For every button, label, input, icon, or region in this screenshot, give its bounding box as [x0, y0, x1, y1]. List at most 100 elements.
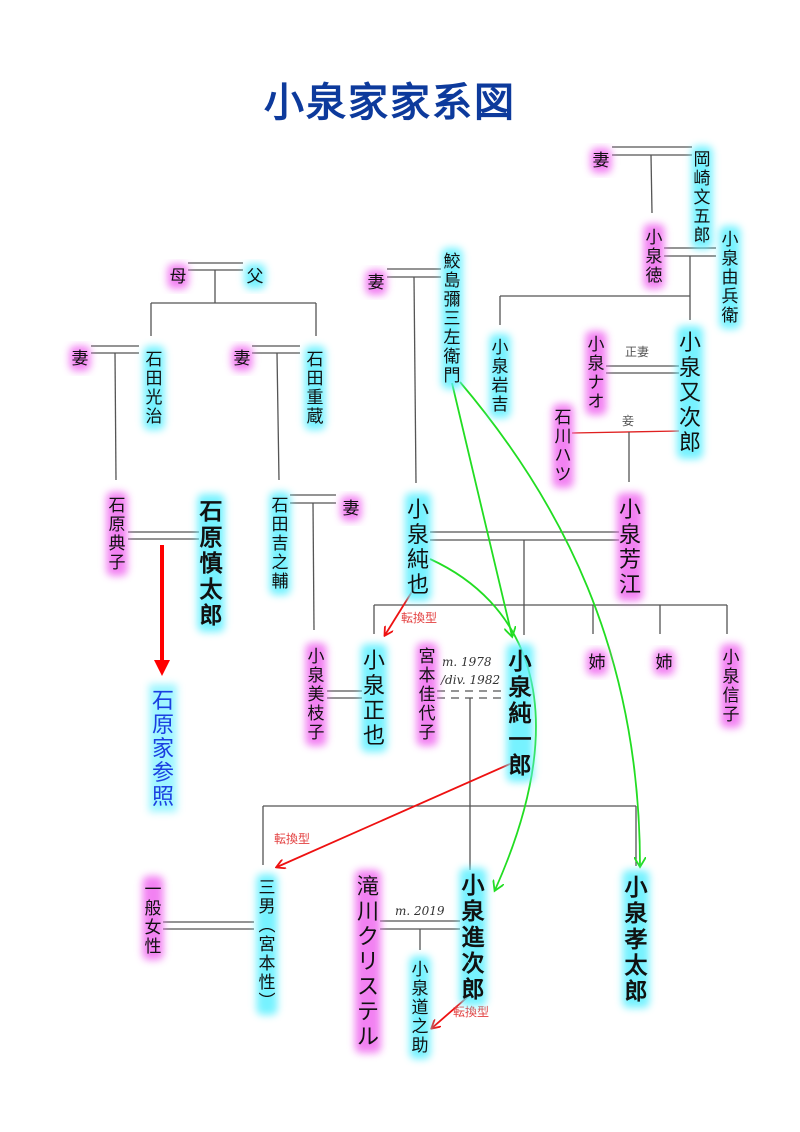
person-ishihara-shintaro: 石原慎太郎	[197, 494, 225, 632]
person-ippan-josei: 一般女性	[142, 876, 164, 960]
person-name: 小泉道之助	[412, 960, 429, 1056]
person-name: 母	[170, 267, 187, 287]
female-glow	[585, 331, 607, 415]
person-koizumi-nao: 小泉ナオ	[585, 331, 607, 415]
person-name: 妻	[368, 273, 385, 293]
person-koizumi-shinjiro: 小泉進次郎	[459, 868, 487, 1006]
male-glow	[719, 226, 741, 329]
female-glow	[653, 650, 675, 675]
person-name: 石田吉之輔	[272, 496, 289, 592]
person-ane-2: 姉	[653, 650, 675, 675]
male-glow	[256, 874, 278, 1015]
descent-line	[650, 154, 653, 214]
person-tsuma-mitsuharu: 妻	[69, 346, 91, 371]
person-ishida-shigezo: 石田重蔵	[304, 346, 326, 430]
person-koizumi-masaya: 小泉正也	[361, 644, 387, 752]
person-name: 小泉信子	[723, 648, 740, 725]
male-glow	[677, 326, 703, 459]
person-name: 宮本佳代子	[419, 647, 436, 743]
male-glow	[506, 644, 534, 782]
person-name: 小泉正也	[363, 649, 385, 749]
person-name: 小泉又次郎	[679, 331, 701, 456]
female-glow	[355, 870, 381, 1053]
connector-lines	[91, 146, 728, 950]
person-sannan: 三男︵宮本性︶	[256, 874, 278, 1015]
green-arrow-junichiro	[451, 382, 512, 636]
green-arrow-kotaro	[459, 381, 640, 866]
male-glow	[405, 493, 431, 601]
person-ishihara-noriko: 石原典子	[106, 492, 128, 576]
person-haha: 母	[167, 264, 189, 289]
person-name: 小泉岩吉	[492, 338, 509, 415]
person-name: 小泉徳	[646, 228, 663, 286]
person-name: 鮫島彌三左衛門	[444, 252, 461, 386]
female-glow	[142, 876, 164, 960]
person-koizumi-junya: 小泉純也	[405, 493, 431, 601]
male-glow	[197, 494, 225, 632]
person-tsuma-okazaki: 妻	[590, 148, 612, 173]
person-koizumi-michinosuke: 小泉道之助	[409, 956, 431, 1059]
reference-glow	[149, 684, 177, 812]
person-name: 石原典子	[109, 496, 126, 573]
person-koizumi-iwakichi: 小泉岩吉	[489, 334, 511, 418]
male-glow	[244, 264, 266, 289]
person-koizumi-matajiro: 小泉又次郎	[677, 326, 703, 459]
person-name: 小泉純也	[407, 498, 429, 598]
legal-wife-label: 正妻	[625, 345, 649, 359]
female-glow	[106, 492, 128, 576]
person-ishikawa-hatsu: 石川ハツ	[552, 404, 574, 488]
person-name: 妻	[343, 499, 360, 519]
descent-line	[312, 502, 315, 631]
female-glow	[617, 493, 643, 601]
descent-line	[413, 276, 417, 484]
person-okazaki-bungoro: 岡崎文五郎	[691, 146, 713, 249]
female-glow	[720, 644, 742, 728]
person-name: 三男︵宮本性︶	[259, 878, 276, 1012]
male-glow	[143, 346, 165, 430]
male-glow	[269, 492, 291, 595]
person-ishida-mitsuharu: 石田光治	[143, 346, 165, 430]
person-name: 小泉純一郎	[509, 648, 533, 779]
ishihara-reference: 石原家参照	[149, 684, 177, 812]
descent-line	[114, 352, 117, 481]
person-koizumi-junichiro: 小泉純一郎	[506, 644, 534, 782]
person-name: 姉	[589, 653, 606, 673]
person-tsuma-shigezo: 妻	[231, 346, 253, 371]
reference-text: 石原家参照	[152, 689, 174, 810]
adoption-label: 転換型	[274, 832, 310, 846]
person-tsuma-samejima: 妻	[365, 270, 387, 295]
male-glow	[691, 146, 713, 249]
person-samejima-yasaburo: 鮫島彌三左衛門	[441, 248, 463, 389]
female-glow	[586, 650, 608, 675]
person-name: 妻	[72, 349, 89, 369]
person-name: 姉	[656, 653, 673, 673]
person-koizumi-yoshibee: 小泉由兵衛	[719, 226, 741, 329]
person-koizumi-toku: 小泉徳	[643, 224, 665, 289]
person-name: 小泉孝太郎	[624, 874, 649, 1005]
person-name: 小泉ナオ	[588, 335, 605, 412]
person-name: 小泉芳江	[619, 498, 641, 598]
adoption-label: 転換型	[453, 1005, 489, 1019]
female-glow	[643, 224, 665, 289]
person-name: 小泉進次郎	[462, 872, 486, 1003]
female-glow	[365, 270, 387, 295]
person-name: 一般女性	[145, 880, 162, 957]
page-title: 小泉家家系図	[264, 79, 516, 126]
person-koizumi-nobuko: 小泉信子	[720, 644, 742, 728]
marriage-note: m. 2019	[395, 904, 445, 918]
female-glow	[69, 346, 91, 371]
female-glow	[305, 643, 327, 746]
person-ishida-kichinosuke: 石田吉之輔	[269, 492, 291, 595]
person-takigawa-christel: 滝川クリステル	[355, 870, 381, 1053]
male-glow	[489, 334, 511, 418]
person-miyamoto-kayoko: 宮本佳代子	[416, 643, 438, 746]
female-glow	[552, 404, 574, 488]
person-name: 岡崎文五郎	[694, 150, 711, 246]
male-glow	[441, 248, 463, 389]
adoption-label: 転換型	[401, 611, 437, 625]
person-name: 石原慎太郎	[199, 498, 224, 629]
male-glow	[409, 956, 431, 1059]
descent-line	[276, 352, 280, 481]
person-name: 石川ハツ	[555, 408, 572, 485]
